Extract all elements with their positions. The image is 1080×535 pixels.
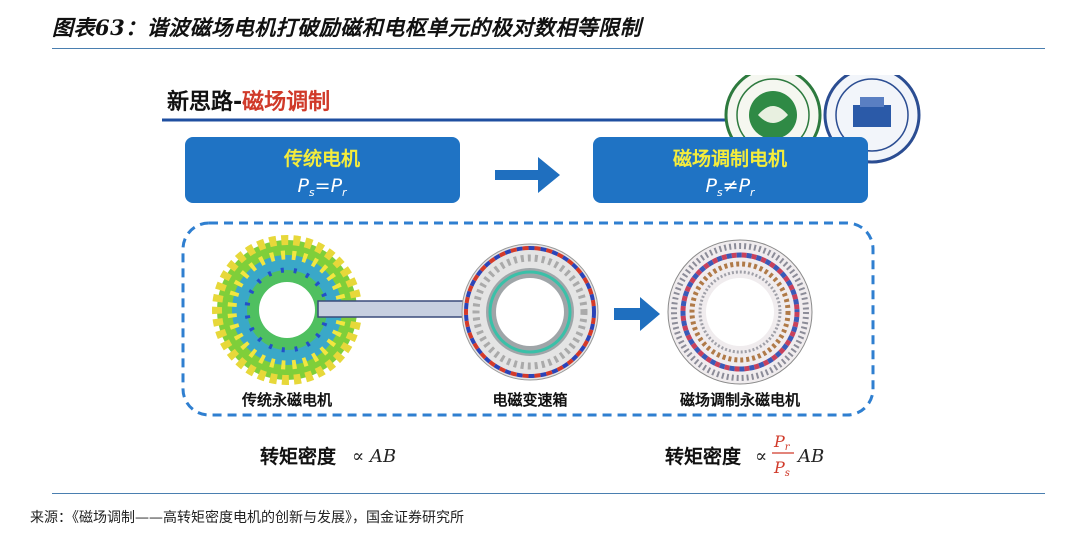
field-modulation-motor-formula: Ps≠Pr xyxy=(705,175,756,199)
svg-text:AB: AB xyxy=(796,446,824,467)
svg-text:Pr: Pr xyxy=(773,432,791,453)
svg-text:Ps: Ps xyxy=(773,458,790,479)
field-modulation-pm-motor-image xyxy=(667,239,813,385)
right-arrow-icon xyxy=(614,297,660,331)
torque-density-formula-left: ∝ AB xyxy=(352,446,396,467)
field-modulation-motor-box: 磁场调制电机 Ps≠Pr xyxy=(593,137,868,203)
traditional-motor-box: 传统电机 Ps=Pr xyxy=(185,137,460,203)
right-arrow-icon xyxy=(495,157,560,193)
traditional-motor-title: 传统电机 xyxy=(283,147,360,170)
university-seal-right-icon xyxy=(823,75,921,164)
footer-rule xyxy=(52,493,1045,494)
figure-title: 图表63：谐波磁场电机打破励磁和电枢单元的极对数相等限制 xyxy=(52,15,642,40)
header-rule xyxy=(52,48,1045,49)
machine-label-magnetic-gear: 电磁变速箱 xyxy=(492,391,567,409)
torque-density-label-left: 转矩密度 xyxy=(260,445,337,468)
magnetic-field-modulation-diagram: 新思路-磁场调制 传统电机 Ps=Pr 磁场调制电机 Ps≠Pr xyxy=(162,75,921,479)
svg-text:∝: ∝ xyxy=(755,446,767,467)
traditional-motor-formula: Ps=Pr xyxy=(297,175,348,199)
traditional-pm-motor-image xyxy=(212,235,362,385)
svg-text:新思路-磁场调制: 新思路-磁场调制 xyxy=(167,89,330,115)
heading-highlight: 磁场调制 xyxy=(242,89,330,115)
machines-dashed-frame xyxy=(181,221,875,417)
machine-label-traditional-pm-motor: 传统永磁电机 xyxy=(241,391,332,409)
source-note: 来源：《磁场调制——高转矩密度电机的创新与发展》，国金证券研究所 xyxy=(30,510,464,526)
heading-prefix: 新思路- xyxy=(167,89,242,115)
field-modulation-motor-title: 磁场调制电机 xyxy=(673,147,787,170)
machine-label-field-modulation-pm-motor: 磁场调制永磁电机 xyxy=(680,391,800,409)
torque-density-label-right: 转矩密度 xyxy=(665,445,742,468)
magnetic-gear-image xyxy=(461,243,599,381)
torque-density-formula-right: ∝ Pr Ps AB xyxy=(755,432,824,479)
